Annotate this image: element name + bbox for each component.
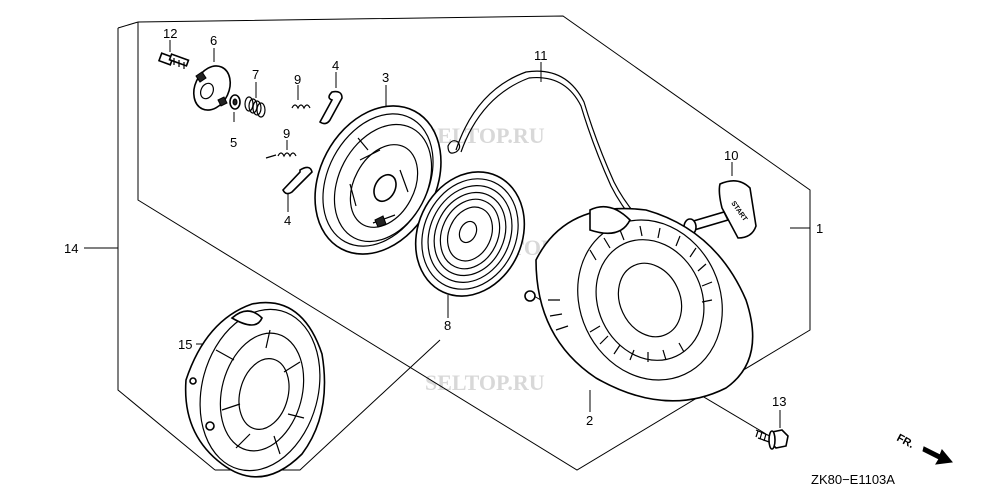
watermark-bottom: SELTOP.RU [425,370,545,395]
front-label: FR. [895,432,916,451]
spring-part-9-upper [291,104,311,110]
label-part-5: 5 [230,135,237,150]
watermark-top: SELTOP.RU [425,123,545,148]
label-part-12: 12 [163,26,177,41]
spring-part-9-lower [265,152,297,159]
diagram-code: ZK80−E1103A [811,472,895,487]
label-part-13: 13 [772,394,786,409]
label-part-1: 1 [816,221,823,236]
label-part-15: 15 [178,337,192,352]
assembly-outline-1 [137,15,811,471]
label-part-8: 8 [444,318,451,333]
label-part-6: 6 [210,33,217,48]
pawl-part-4-lower [282,166,313,195]
ratchet-part-6 [192,65,232,111]
reel-part-3 [314,105,442,255]
label-part-7: 7 [252,67,259,82]
part-labels: 1 2 3 4 4 5 6 7 8 9 9 10 11 12 13 14 15 [64,26,823,428]
label-part-14: 14 [64,241,78,256]
spring-part-7 [244,96,266,118]
label-part-9-upper: 9 [294,72,301,87]
label-part-10: 10 [724,148,738,163]
label-part-4-upper: 4 [332,58,339,73]
fan-cover-part-15 [184,301,326,478]
label-part-3: 3 [382,70,389,85]
bolt-part-12 [157,52,190,69]
starter-grip-part-10: START [683,180,757,239]
label-part-4-lower: 4 [284,213,291,228]
label-part-9-lower: 9 [283,126,290,141]
label-part-2: 2 [586,413,593,428]
pawl-part-4-upper [318,90,343,125]
flange-bolt-part-13 [755,429,789,450]
front-arrow-icon [922,446,953,465]
fan-cover-part-2 [524,205,754,402]
washer-part-5 [229,94,241,110]
label-part-11: 11 [534,48,548,63]
front-direction-indicator: FR. [895,432,953,465]
recoil-spring-part-8 [414,171,526,297]
